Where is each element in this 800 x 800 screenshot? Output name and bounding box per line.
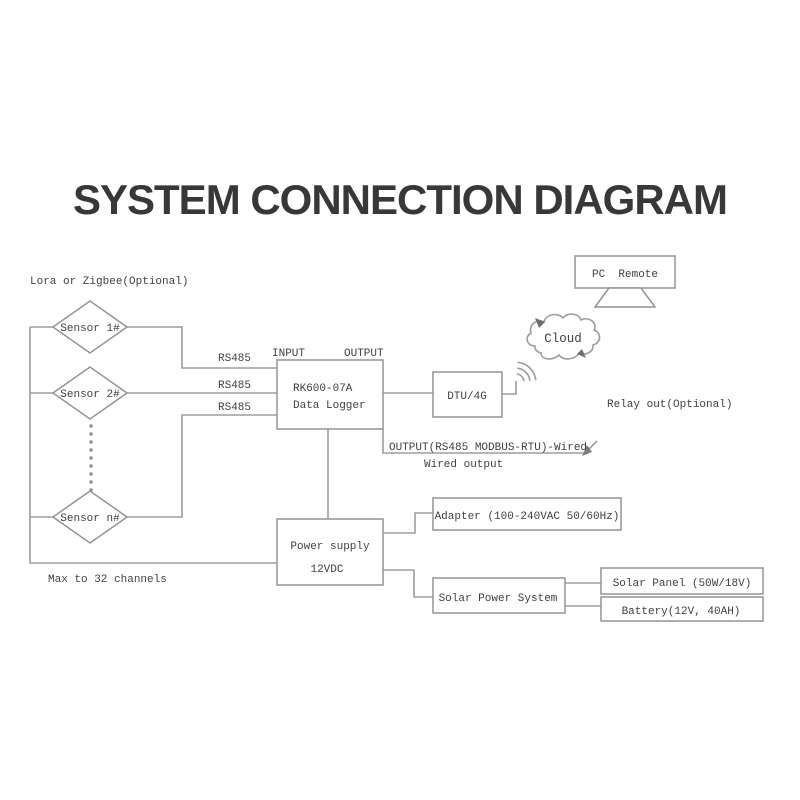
data-logger-model: RK600-07A [293, 383, 353, 395]
cloud-icon [526, 313, 601, 360]
adapter-box [432, 497, 622, 531]
page-title: SYSTEM CONNECTION DIAGRAM [72, 176, 728, 223]
rs485-label-1: RS485 [218, 353, 251, 365]
solar-system-label: Solar Power System [439, 593, 558, 605]
sensorn-label: Sensor n# [60, 513, 120, 525]
data-logger-box [276, 359, 384, 430]
rs485-label-2: RS485 [218, 380, 251, 392]
input-label: INPUT [272, 348, 305, 360]
data-logger-name: Data Logger [293, 400, 366, 412]
wired-output-label: Wired output [424, 459, 503, 471]
pc-monitor-stand [593, 287, 657, 308]
power-adapter-line [383, 512, 433, 534]
cloud-out-arrowhead-icon [577, 349, 586, 358]
wired-line-label: OUTPUT(RS485 MODBUS-RTU)-Wired [389, 442, 587, 454]
power-supply-box [276, 518, 384, 586]
max-channels-label: Max to 32 channels [48, 574, 167, 586]
wired-output-arrowhead-icon [582, 445, 592, 456]
adapter-label: Adapter (100-240VAC 50/60Hz) [435, 511, 620, 523]
solar-panel-label: Solar Panel (50W/18V) [613, 578, 752, 590]
battery-label: Battery(12V, 40AH) [622, 606, 741, 618]
output-label: OUTPUT [344, 348, 384, 360]
sensor1-rs485-line [127, 326, 277, 369]
battery-box [600, 596, 764, 622]
sensor1-diamond [51, 300, 129, 354]
wifi-signal-icon [516, 361, 537, 382]
cloud-in-arrowhead-icon [535, 318, 545, 328]
sensorn-diamond [51, 490, 129, 544]
sensor-bus-line [29, 327, 277, 564]
power-supply-label: Power supply [290, 541, 370, 553]
power-supply-voltage: 12VDC [310, 564, 343, 576]
sensor-nodes: Sensor 1# Sensor 2# Sensor n# [51, 300, 129, 544]
solar-panel-box [600, 567, 764, 595]
dtu-antenna-line [502, 381, 517, 395]
power-solar-line [383, 569, 433, 598]
rs485-label-3: RS485 [218, 402, 251, 414]
pc-monitor-icon [574, 255, 676, 308]
dtu-box [432, 371, 503, 418]
solar-system-box [432, 577, 566, 614]
sensor1-label: Sensor 1# [60, 323, 120, 335]
pc-monitor-screen [574, 255, 676, 289]
lora-zigbee-label: Lora or Zigbee(Optional) [30, 276, 188, 288]
pc-remote-label: PC Remote [592, 269, 658, 281]
relay-out-label: Relay out(Optional) [607, 399, 732, 411]
sensor2-label: Sensor 2# [60, 389, 120, 401]
wired-output-line [382, 429, 585, 454]
dtu-label: DTU/4G [447, 391, 487, 403]
sensorn-rs485-line [127, 414, 277, 518]
cloud-label: Cloud [544, 332, 582, 346]
connector-lines [29, 326, 601, 607]
sensor-ellipsis-dots [89, 424, 93, 492]
sensor2-diamond [51, 366, 129, 420]
